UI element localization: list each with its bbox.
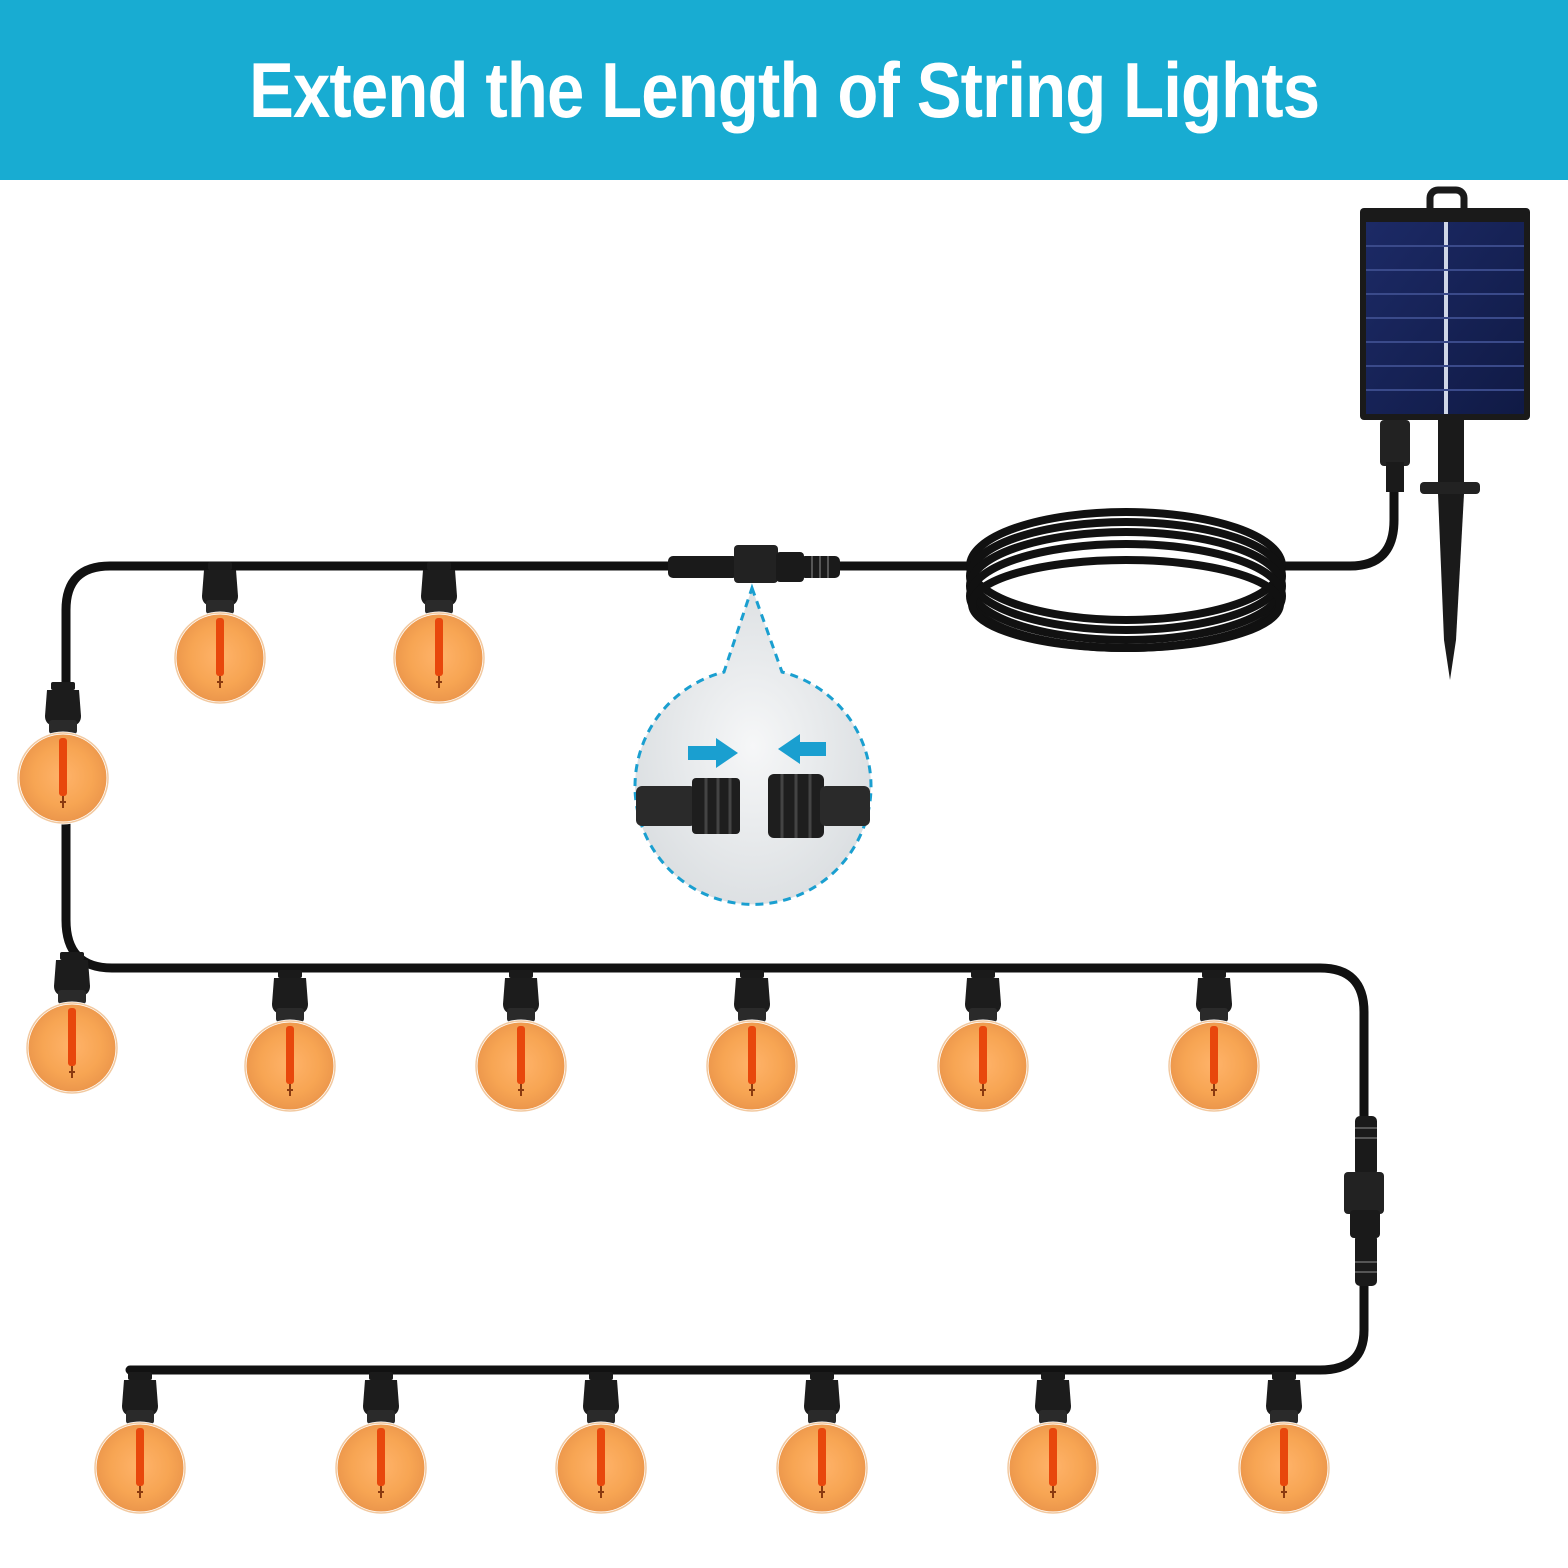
bulb-icon — [1167, 968, 1261, 1113]
bulb-icon — [1006, 1370, 1100, 1515]
bulb-icon — [392, 560, 486, 705]
connector-detail-callout — [633, 583, 873, 906]
solar-panel-icon — [1360, 186, 1530, 492]
arrow-left-icon — [778, 734, 826, 764]
male-connector-icon — [636, 778, 740, 834]
bulb-icon — [25, 950, 119, 1095]
bulb-icon — [775, 1370, 869, 1515]
ground-stake-icon — [1420, 418, 1480, 680]
arrow-right-icon — [688, 738, 738, 768]
bulb-icon — [334, 1370, 428, 1515]
light-string-cable — [61, 465, 1399, 1375]
female-connector-icon — [768, 774, 870, 838]
bulb-icon — [936, 968, 1030, 1113]
bulb-icon — [93, 1370, 187, 1515]
bulb-icon — [1237, 1370, 1331, 1515]
bulb-icon — [705, 968, 799, 1113]
cable-coil-icon — [966, 508, 1286, 652]
waterproof-connector-icon — [1344, 1116, 1384, 1286]
bulb-icon — [173, 560, 267, 705]
bulb-icon — [16, 680, 110, 825]
title-banner: Extend the Length of String Lights — [0, 0, 1568, 180]
bulb-icon — [474, 968, 568, 1113]
banner-title: Extend the Length of String Lights — [248, 45, 1320, 134]
bulb-icon — [554, 1370, 648, 1515]
waterproof-connector-icon — [668, 545, 840, 583]
bulb-icon — [243, 968, 337, 1113]
